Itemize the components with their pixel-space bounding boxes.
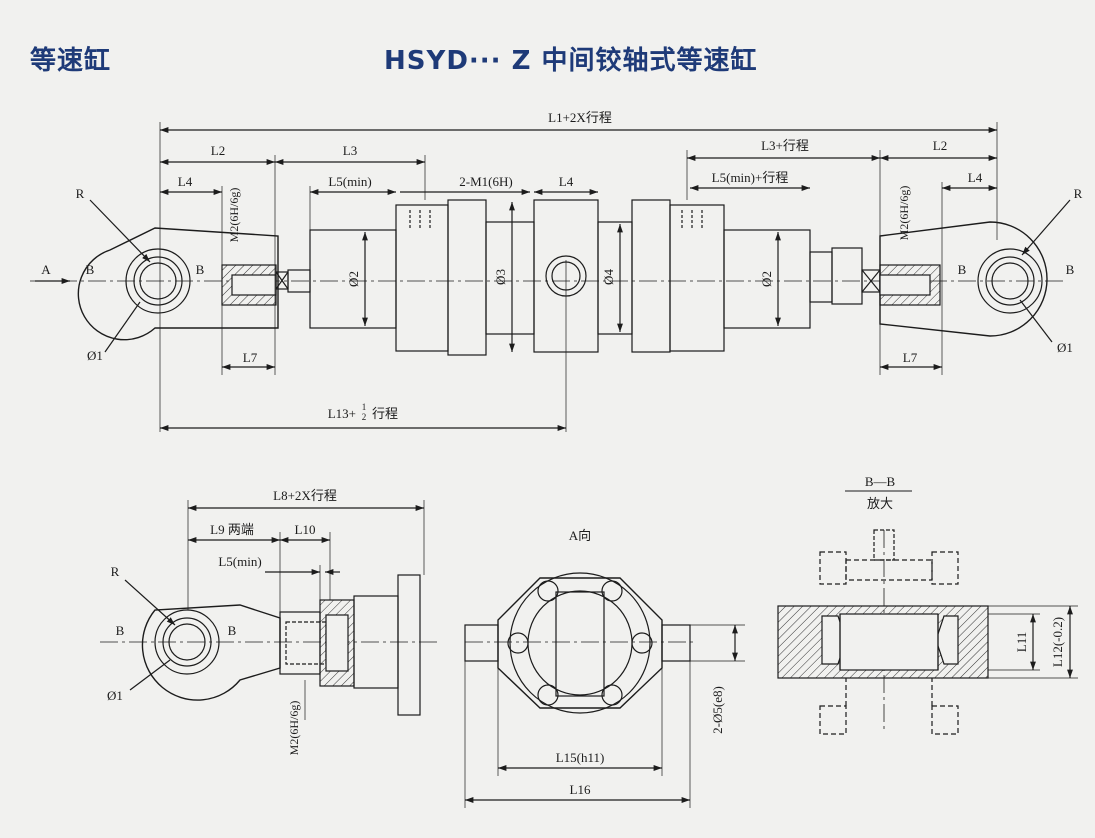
- dim-l3: L3: [343, 143, 357, 158]
- top-cylinder-view: [30, 122, 1071, 432]
- label-d1-right: Ø1: [1057, 340, 1073, 355]
- dim-l7-right: L7: [903, 350, 918, 365]
- category-title: 等速缸: [30, 46, 112, 76]
- dim-l8: L8+2X行程: [273, 488, 337, 503]
- rod-end-detail-view: [100, 500, 440, 720]
- label-r-bottom: R: [111, 564, 120, 579]
- section-title-top: B—B: [865, 474, 896, 489]
- label-m2-left: M2(6H/6g): [227, 188, 241, 243]
- label-d4: Ø4: [601, 269, 616, 285]
- dim-l5-min-bottom: L5(min): [218, 554, 261, 569]
- label-r-left: R: [76, 186, 85, 201]
- dim-l16: L16: [570, 782, 591, 797]
- dim-l2-right: L2: [933, 138, 947, 153]
- label-b-4: B: [1066, 262, 1075, 277]
- section-title-bottom: 放大: [867, 496, 893, 511]
- label-m2-right: M2(6H/6g): [897, 186, 911, 241]
- dim-l7-left: L7: [243, 350, 258, 365]
- dim-l13-frac-den: 2: [362, 412, 367, 422]
- dim-l5-min-stroke: L5(min)+行程: [712, 170, 789, 185]
- label-m2-bottom: M2(6H/6g): [287, 701, 301, 756]
- dim-l13-prefix: L13+: [328, 406, 356, 421]
- label-a: A: [41, 262, 51, 277]
- dim-l1-2x: L1+2X行程: [548, 110, 612, 125]
- dim-m1: 2-M1(6H): [459, 174, 512, 189]
- dim-l4-right: L4: [968, 170, 983, 185]
- view-a: [464, 572, 745, 808]
- dim-l9: L9 两端: [210, 522, 254, 537]
- label-d3: Ø3: [493, 269, 508, 285]
- label-b-3: B: [958, 262, 967, 277]
- dim-l3-stroke: L3+行程: [761, 138, 809, 153]
- view-a-title: A向: [569, 528, 591, 543]
- dim-l12: L12(-0.2): [1050, 617, 1065, 667]
- label-d2-right: Ø2: [759, 271, 774, 287]
- dim-d5: 2-Ø5(e8): [710, 686, 725, 734]
- label-d1-bottom: Ø1: [107, 688, 123, 703]
- drawing-title: HSYD··· Z 中间铰轴式等速缸: [384, 46, 758, 76]
- label-r-right: R: [1074, 186, 1083, 201]
- label-d2-left: Ø2: [346, 271, 361, 287]
- label-b-bottom-left: B: [116, 623, 125, 638]
- label-b-2: B: [196, 262, 205, 277]
- dim-l2-left: L2: [211, 143, 225, 158]
- dim-l13-frac-num: 1: [362, 402, 367, 412]
- label-b-bottom-right: B: [228, 623, 237, 638]
- label-b-1: B: [86, 262, 95, 277]
- section-b-b: [777, 490, 1078, 735]
- dim-l10: L10: [295, 522, 316, 537]
- dim-l4-left: L4: [178, 174, 193, 189]
- dim-l15: L15(h11): [556, 750, 605, 765]
- dim-l4-center: L4: [559, 174, 574, 189]
- dim-l13-suffix: 行程: [372, 406, 398, 421]
- label-d1-left: Ø1: [87, 348, 103, 363]
- dim-l11: L11: [1014, 632, 1029, 652]
- dim-l5-min: L5(min): [328, 174, 371, 189]
